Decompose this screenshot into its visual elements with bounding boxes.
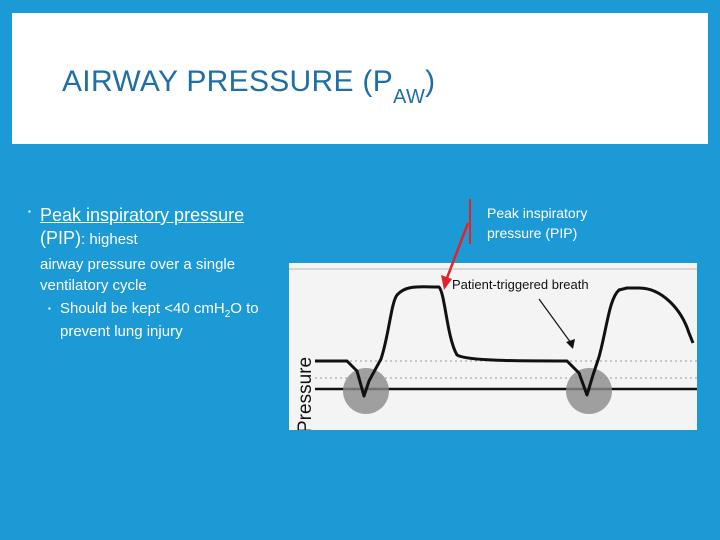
bullet-list: ▪ Peak inspiratory pressure (PIP): highe… bbox=[28, 204, 268, 342]
bullet-pip-heading: Peak inspiratory pressure (PIP): highest bbox=[40, 204, 268, 251]
pip-definition: airway pressure over a single ventilator… bbox=[40, 256, 236, 294]
bullet-limit: ▪ Should be kept <40 cmH2O to prevent lu… bbox=[48, 298, 268, 342]
limit-text: Should be kept <40 cmH2O to prevent lung… bbox=[60, 298, 268, 342]
pip-abbrev: (PIP) bbox=[40, 228, 82, 248]
bullet-marker-icon: ▪ bbox=[28, 207, 31, 216]
pressure-waveform-figure: Patient-triggered breath Pressure bbox=[289, 263, 697, 430]
callout-text: Patient-triggered breath bbox=[452, 277, 589, 292]
pip-term: Peak inspiratory pressure bbox=[40, 205, 245, 225]
title-main: AIRWAY PRESSURE (P bbox=[62, 65, 394, 98]
title-close-paren: ) bbox=[425, 65, 436, 98]
callout-pointer bbox=[538, 298, 572, 344]
bullet-marker-icon: ▪ bbox=[48, 304, 51, 313]
limit-subscript: 2 bbox=[224, 309, 231, 320]
bullet-pip: ▪ Peak inspiratory pressure (PIP): highe… bbox=[28, 204, 268, 296]
title-panel: AIRWAY PRESSURE (PAW) bbox=[12, 13, 708, 144]
waveform-svg: Patient-triggered breath Pressure bbox=[289, 268, 697, 430]
limit-post: O to prevent lung injury bbox=[60, 300, 259, 340]
pip-tail: : highest bbox=[81, 231, 138, 248]
slide-title: AIRWAY PRESSURE (PAW) bbox=[62, 65, 436, 108]
pip-annotation-label: Peak inspiratory pressure (PIP) bbox=[487, 205, 588, 241]
limit-pre: Should be kept <40 cmH bbox=[60, 300, 225, 317]
callout-arrowhead bbox=[566, 339, 575, 349]
pressure-curve bbox=[315, 285, 695, 398]
title-subscript: AW bbox=[393, 86, 426, 108]
y-axis-label: Pressure bbox=[295, 357, 316, 430]
